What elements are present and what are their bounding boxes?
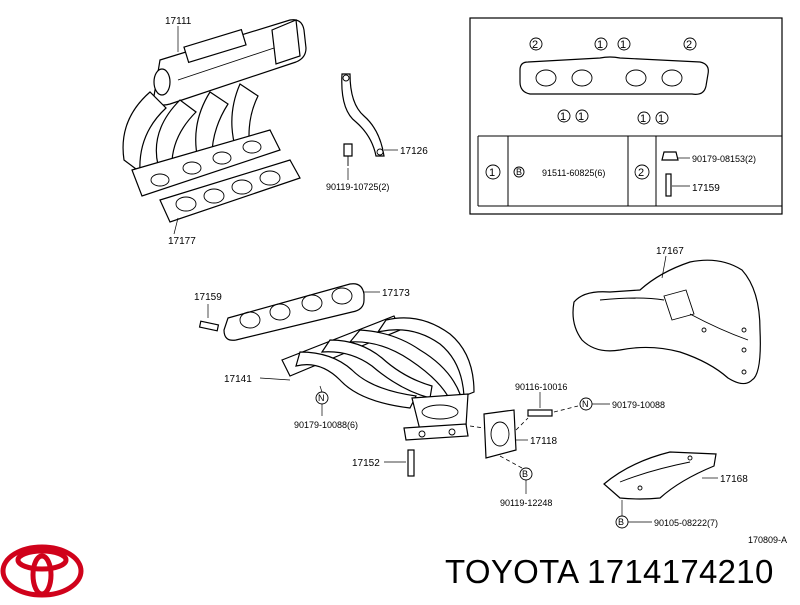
table-col2-number: 2	[638, 167, 644, 179]
inset-mark-7: 1	[640, 113, 646, 125]
table-col2-part-a: 90179-08153(2)	[692, 154, 756, 164]
b-marker-2-label: B	[618, 517, 624, 527]
brand-name: TOYOTA	[445, 553, 578, 590]
inset-mark-2: 1	[597, 39, 603, 51]
label-90179-10088: 90179-10088	[612, 400, 665, 410]
label-17159: 17159	[194, 292, 222, 303]
inset-mark-5: 1	[560, 111, 566, 123]
table-col1-marker: B	[516, 167, 522, 177]
gasket-17118-drawing	[483, 409, 517, 459]
toyota-logo	[0, 544, 84, 598]
stud-17152-drawing	[407, 449, 415, 477]
label-17168: 17168	[720, 474, 748, 485]
n-marker-1-label: N	[318, 393, 325, 403]
exhaust-manifold-drawing	[281, 315, 475, 441]
label-90179-10088-6: 90179-10088(6)	[294, 420, 358, 430]
manifold-stay-drawing	[341, 73, 385, 166]
exhaust-gasket-drawing	[198, 283, 365, 341]
gasket-inset-box	[469, 17, 783, 215]
label-17173: 17173	[382, 288, 410, 299]
stud-90116-drawing	[527, 409, 553, 417]
inset-mark-8: 1	[658, 113, 664, 125]
inset-mark-1: 2	[532, 39, 538, 51]
label-17118: 17118	[530, 436, 558, 447]
part-caption: TOYOTA 1714174210	[445, 553, 774, 591]
heat-insulator-lower-drawing	[603, 451, 717, 500]
inset-mark-6: 1	[578, 111, 584, 123]
diagram-ref-code: 170809-A	[748, 535, 787, 545]
b-marker-1-label: B	[522, 469, 528, 479]
label-90119-12248: 90119-12248	[500, 498, 552, 508]
label-90105-08222: 90105-08222(7)	[654, 518, 718, 528]
n-marker-2-label: N	[582, 399, 589, 409]
label-17167: 17167	[656, 246, 684, 257]
inset-mark-4: 2	[686, 39, 692, 51]
label-17141: 17141	[224, 374, 252, 385]
table-col2-part-b: 17159	[692, 183, 720, 194]
label-17177: 17177	[168, 236, 196, 247]
label-17126: 17126	[400, 146, 428, 157]
table-col1-number: 1	[489, 167, 495, 179]
table-col1-part: 91511-60825(6)	[542, 168, 605, 178]
label-90116-10016: 90116-10016	[515, 382, 567, 392]
label-90119-10725: 90119-10725(2)	[326, 182, 389, 192]
label-17111: 17111	[165, 16, 192, 27]
part-number: 1714174210	[587, 553, 774, 590]
label-17152: 17152	[352, 458, 380, 469]
intake-manifold-drawing	[122, 19, 307, 223]
heat-insulator-upper-drawing	[572, 259, 761, 385]
inset-mark-3: 1	[620, 39, 626, 51]
